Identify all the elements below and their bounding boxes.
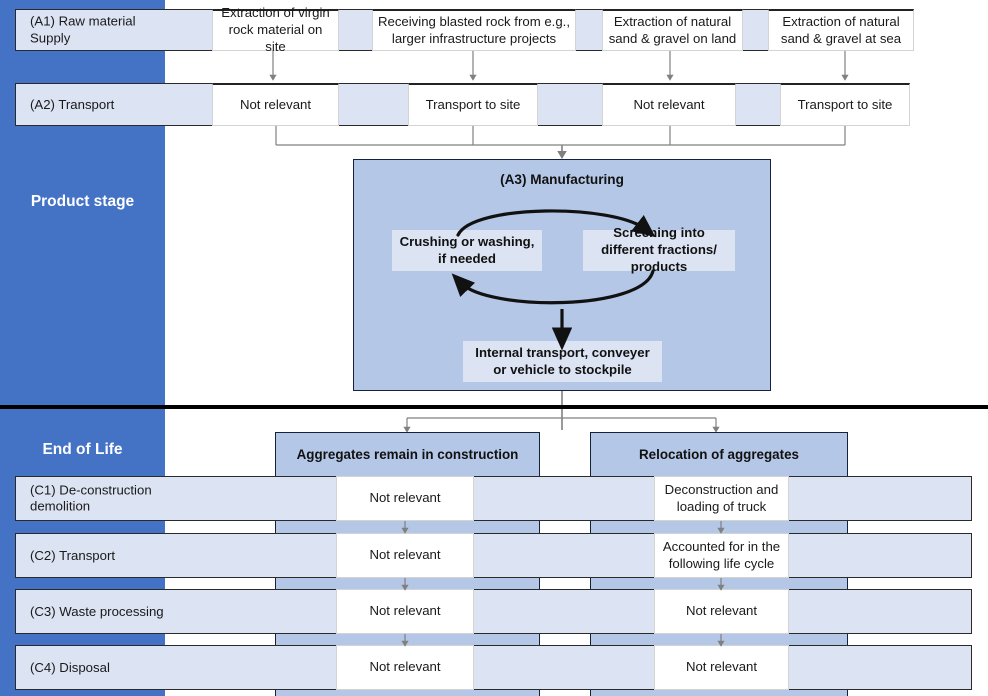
row-band-c2: (C2) Transport [15,533,972,578]
cell-a1-2[interactable]: Receiving blasted rock from e.g., larger… [372,9,576,51]
cell-c4-col2[interactable]: Not relevant [654,645,789,690]
cell-c3-col2[interactable]: Not relevant [654,589,789,634]
stage-label-end-of-life-text: End of Life [42,441,123,458]
row-label-c1: (C1) De-construction demolition [30,482,152,514]
row-label-a1: (A1) Raw material Supply [30,13,136,46]
cell-a2-3[interactable]: Not relevant [602,83,736,126]
stage-label-product-stage-text: Product stage [30,193,135,211]
cell-a2-2[interactable]: Transport to site [408,83,538,126]
cell-c1-col1[interactable]: Not relevant [336,476,474,521]
box-crushing-washing[interactable]: Crushing or washing, if needed [392,230,542,271]
cell-c3-col1[interactable]: Not relevant [336,589,474,634]
cell-c1-col2[interactable]: Deconstruction and loading of truck [654,476,789,521]
cell-a1-4[interactable]: Extraction of natural sand & gravel at s… [768,9,914,51]
panel-a3-title: (A3) Manufacturing [500,172,624,187]
eol-column-header-1[interactable]: Aggregates remain in construction [275,432,540,478]
stage-divider [0,405,988,409]
arrow-cycle-bottom [451,269,655,305]
cell-a2-1[interactable]: Not relevant [212,83,339,126]
eol-column-header-2[interactable]: Relocation of aggregates [590,432,848,478]
arrow-cycle-top [456,209,656,238]
cell-c4-col1[interactable]: Not relevant [336,645,474,690]
row-label-a2: (A2) Transport [30,96,115,112]
cell-c2-col1[interactable]: Not relevant [336,533,474,578]
row-label-c2: (C2) Transport [30,547,116,563]
stage-label-product-stage: Product stage [0,0,165,405]
cell-a1-1[interactable]: Extraction of virgin rock material on si… [212,5,339,54]
row-label-c3: (C3) Waste processing [30,603,164,619]
row-band-c3: (C3) Waste processing [15,589,972,634]
cell-c2-col2[interactable]: Accounted for in the following life cycl… [654,533,789,578]
a3-cycle-arrow-layer [451,209,656,351]
cell-a1-3[interactable]: Extraction of natural sand & gravel on l… [602,9,743,51]
row-band-c1: (C1) De-construction demolition [15,476,972,521]
cell-a2-4[interactable]: Transport to site [780,83,910,126]
row-label-c4: (C4) Disposal [30,659,110,675]
row-band-c4: (C4) Disposal [15,645,972,690]
